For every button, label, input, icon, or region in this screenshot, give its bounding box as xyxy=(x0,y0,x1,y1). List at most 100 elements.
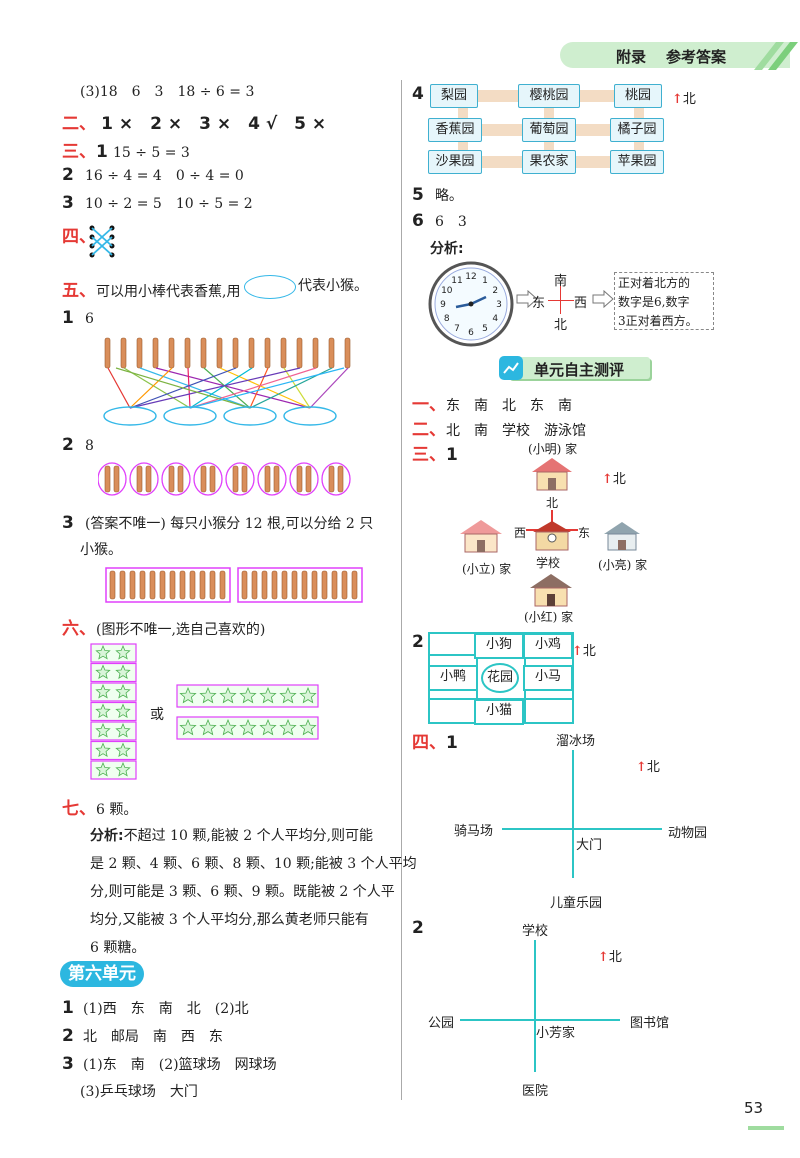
qi-text: 6 颗。 xyxy=(96,802,138,818)
r-q5: 5 略。 xyxy=(412,185,463,206)
qi-analysis-line-3: 分,则可能是 3 颗、6 颗、9 颗。既能被 2 个人平 xyxy=(90,884,395,900)
clock-number: 9 xyxy=(440,300,446,310)
liu-text: (图形不唯一,选自己喜欢的) xyxy=(96,622,266,638)
wu-text-b: 代表小猴。 xyxy=(298,278,368,294)
test-er: 二、北 南 学校 游泳馆 xyxy=(412,415,586,441)
north-indicator-4: ↑北 xyxy=(636,760,660,775)
u6-1-num: 1 xyxy=(62,998,74,1018)
clock-number: 3 xyxy=(496,300,502,310)
label-san: 三、 xyxy=(62,142,96,162)
section-wu: 五、可以用小棒代表香蕉,用 xyxy=(62,276,240,302)
section-liu: 六、(图形不唯一,选自己喜欢的) xyxy=(62,614,265,640)
qi-analysis-label: 分析: xyxy=(90,828,124,844)
note-line-2: 数字是6,数字 xyxy=(618,295,690,309)
san-2-text: 16 ÷ 4 = 4 0 ÷ 4 = 0 xyxy=(84,168,244,184)
header-stripes-icon xyxy=(754,42,798,70)
u6-3: 3 (1)东 南 (2)篮球场 网球场 xyxy=(62,1054,277,1075)
unit-test-title: 单元自主测评 xyxy=(534,361,625,379)
matching-dots-figure xyxy=(89,225,115,258)
sticks-to-monkeys-figure xyxy=(103,337,351,426)
north-label-4: 北 xyxy=(646,760,660,775)
san-1-text: 15 ÷ 5 = 3 xyxy=(112,145,190,161)
house-icon-left xyxy=(460,520,502,553)
label-qi: 七、 xyxy=(62,799,96,819)
page-header: 附录 参考答案 xyxy=(560,38,800,70)
unit-test-banner: 单元自主测评 xyxy=(498,355,654,381)
label-wu: 五、 xyxy=(62,281,96,301)
cross2-center: 小芳家 xyxy=(536,1026,576,1041)
orchard-farmhouse: 果农家 xyxy=(522,150,576,174)
star-rows-figure xyxy=(176,684,319,740)
r-q6: 6 6 3 xyxy=(412,211,467,232)
san-2-num: 2 xyxy=(62,165,74,185)
clock-number: 8 xyxy=(444,314,450,324)
test-si-2-num: 2 xyxy=(412,918,424,938)
compass-left-label: 东 xyxy=(532,296,546,311)
q2: 2 8 xyxy=(62,435,94,456)
cross-map-1: 溜冰场 骑马场 大门 动物园 儿童乐园 xyxy=(440,730,710,911)
school-icon xyxy=(533,521,571,551)
north-indicator-2: ↑北 xyxy=(602,472,626,487)
cross1-center: 大门 xyxy=(576,838,603,853)
house-left-label: (小立) 家 xyxy=(462,562,512,576)
san-1-num: 1 xyxy=(96,142,108,162)
note-line-1: 正对着北方的 xyxy=(618,276,691,290)
orchard-crabapple: 沙果园 xyxy=(428,150,482,174)
qi-analysis-line-4: 均分,又能被 3 个人平均分,那么黄老师只能有 xyxy=(90,912,369,928)
r-q6-num: 6 xyxy=(412,211,424,231)
san-2: 2 16 ÷ 4 = 4 0 ÷ 4 = 0 xyxy=(62,165,244,186)
q2-text: 8 xyxy=(84,438,94,454)
label-test-yi: 一、 xyxy=(412,395,446,415)
test-si-1-num: 1 xyxy=(446,733,458,753)
north-indicator-3: ↑北 xyxy=(572,644,596,659)
orchard-cherry: 樱桃园 xyxy=(518,84,580,108)
house-map: (小明) 家 北 西 东 学校 (小立) 家 (小亮) 家 (小红) 家 xyxy=(456,440,666,626)
column-divider xyxy=(401,80,402,1100)
section-san: 三、1 15 ÷ 5 = 3 xyxy=(62,137,190,163)
label-er: 二、 xyxy=(62,114,96,134)
u6-3-num: 3 xyxy=(62,1054,74,1074)
r-analysis-label: 分析: xyxy=(430,241,464,257)
clock-number: 11 xyxy=(451,276,462,286)
cross1-bottom: 儿童乐园 xyxy=(550,896,603,911)
arrow-right-icon-2 xyxy=(592,290,614,308)
clock-number: 6 xyxy=(468,328,474,338)
q3-text-b: 小猴。 xyxy=(80,542,122,558)
north-indicator: ↑北 xyxy=(672,92,696,107)
school-label: 学校 xyxy=(536,556,561,570)
q3-text-a: (答案不唯一) 每只小猴分 12 根,可以分给 2 只 xyxy=(84,516,374,532)
north-label-3: 北 xyxy=(582,644,596,659)
u6-2-text: 北 邮局 南 西 东 xyxy=(82,1029,223,1045)
san-3-text: 10 ÷ 2 = 5 10 ÷ 5 = 2 xyxy=(84,196,253,212)
grid-horse: 小马 xyxy=(523,665,573,691)
page-footer: 53 xyxy=(744,1098,800,1136)
compass-right-label: 西 xyxy=(574,296,588,311)
house-bottom-label: (小红) 家 xyxy=(524,610,574,624)
compass-figure: 南 东 西 北 xyxy=(532,270,588,333)
clock-number: 10 xyxy=(441,286,453,296)
unit6-title: 第六单元 xyxy=(60,961,144,987)
clock-number: 7 xyxy=(454,324,460,334)
qi-analysis-line-2: 是 2 颗、4 颗、6 颗、8 颗、10 颗;能被 3 个人平均 xyxy=(90,856,417,872)
orchard-orange: 橘子园 xyxy=(610,118,664,142)
house-west-label: 西 xyxy=(514,526,527,540)
compass-top-label: 南 xyxy=(554,274,568,289)
q3: 3 (答案不唯一) 每只小猴分 12 根,可以分给 2 只 xyxy=(62,513,373,534)
trend-icon xyxy=(499,356,523,380)
section-qi: 七、6 颗。 xyxy=(62,794,137,820)
cross1-top: 溜冰场 xyxy=(556,734,596,749)
clock-note: 正对着北方的 数字是6,数字 3正对着西方。 xyxy=(614,272,714,330)
wu-text-a: 可以用小棒代表香蕉,用 xyxy=(96,284,241,300)
orchard-map: 梨园 樱桃园 桃园 香蕉园 葡萄园 橘子园 沙果园 果农家 苹果园 xyxy=(428,84,668,176)
label-si: 四、 xyxy=(62,227,96,247)
header-answers: 参考答案 xyxy=(666,48,727,66)
orchard-apple: 苹果园 xyxy=(610,150,664,174)
compass-bottom-label: 北 xyxy=(554,318,568,333)
clock-number: 4 xyxy=(492,314,498,324)
house-top-label: (小明) 家 xyxy=(528,442,578,456)
qi-analysis-line-1: 不超过 10 颗,能被 2 个人平均分,则可能 xyxy=(123,828,374,844)
two-groups-figure xyxy=(105,567,363,603)
label-test-si: 四、 xyxy=(412,733,446,753)
q2-num: 2 xyxy=(62,435,74,455)
